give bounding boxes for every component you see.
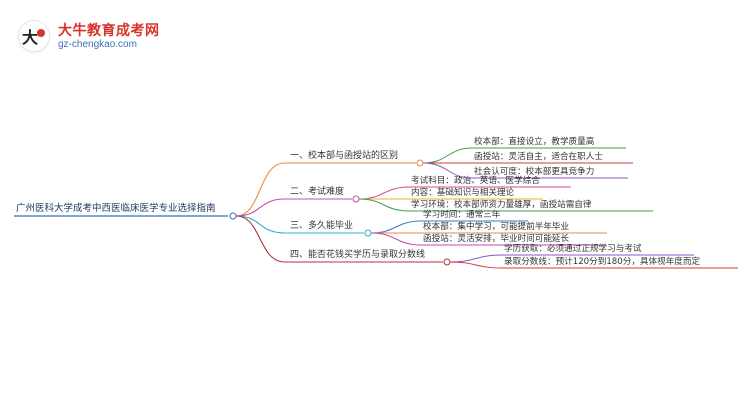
branch-3-label: 三、多久能毕业 xyxy=(290,221,354,231)
leaf-1-2: 函授站：灵活自主，适合在职人士 xyxy=(474,152,603,162)
leaf-2-1: 考试科目：政治、英语、医学综合 xyxy=(411,176,540,186)
leaf-4-2: 录取分数线：预计120分到180分，具体视年度而定 xyxy=(504,257,701,267)
leaf-1-3-curve xyxy=(422,162,473,179)
leaf-2-3: 学习环境：校本部师资力量雄厚，函授站需自律 xyxy=(411,200,592,210)
branch-1-label: 一、校本部与函授站的区别 xyxy=(290,151,399,161)
leaf-3-1: 学习时间：通常三年 xyxy=(423,210,501,220)
mindmap-root: 广州医科大学成考中西医临床医学专业选择指南 xyxy=(16,203,216,214)
branch-2-curve xyxy=(235,198,286,217)
leaf-2-2: 内容：基础知识与相关理论 xyxy=(411,188,515,198)
root-node-dot xyxy=(229,212,237,220)
logo-url[interactable]: gz-chengkao.com xyxy=(58,39,137,50)
logo-title: 大牛教育成考网 xyxy=(58,23,160,39)
leaf-4-2-curve xyxy=(449,261,503,269)
site-logo[interactable]: 大 大牛教育成考网 gz-chengkao.com xyxy=(18,18,160,54)
leaf-3-1-curve xyxy=(370,220,422,234)
branch-1-dot xyxy=(416,159,424,167)
leaf-3-3-curve xyxy=(370,232,422,246)
leaf-2-1-curve xyxy=(358,186,410,200)
branch-4-label: 四、能否花钱买学历与录取分数线 xyxy=(290,250,426,260)
leaf-1-1: 校本部：直接设立，教学质量高 xyxy=(474,137,595,147)
branch-4-curve xyxy=(235,215,286,263)
branch-3-curve xyxy=(235,215,286,234)
branch-3-dot xyxy=(364,229,372,237)
branch-2-dot xyxy=(352,195,360,203)
branch-4-dot xyxy=(443,258,451,266)
leaf-2-3-curve xyxy=(358,198,410,212)
leaf-4-1-curve xyxy=(449,254,503,263)
logo-mark-icon: 大 xyxy=(18,20,50,52)
leaf-3-2: 校本部：集中学习，可能提前半年毕业 xyxy=(423,222,570,232)
leaf-1-1-curve xyxy=(422,147,473,164)
branch-2-label: 二、考试难度 xyxy=(290,187,345,197)
leaf-4-1: 学历获取：必须通过正规学习与考试 xyxy=(504,244,642,254)
leaf-3-3: 函授站：灵活安排，毕业时间可能延长 xyxy=(423,234,570,244)
branch-1-curve xyxy=(235,162,286,217)
leaf-1-3: 社会认可度：校本部更具竞争力 xyxy=(474,167,595,177)
